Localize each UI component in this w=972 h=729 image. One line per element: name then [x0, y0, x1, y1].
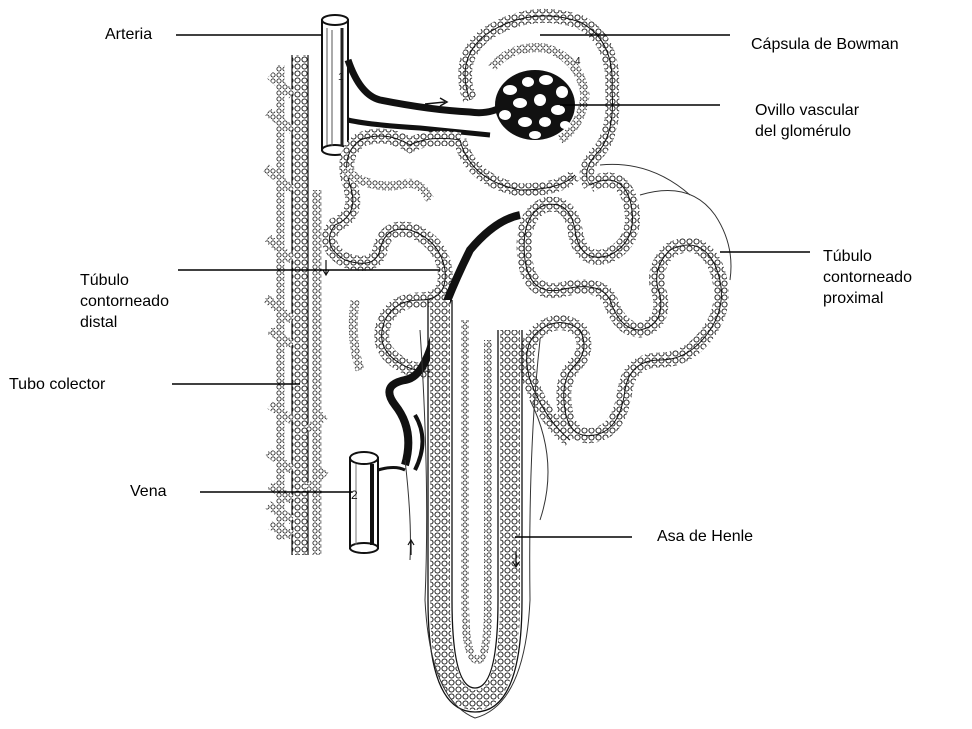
label-arteria: Arteria	[105, 24, 152, 45]
vein-number: 2	[351, 488, 358, 502]
label-vena: Vena	[130, 481, 166, 502]
label-tubulo-distal: Túbulo contorneado distal	[80, 270, 169, 333]
label-tubulo-proximal: Túbulo contorneado proximal	[823, 246, 912, 309]
artery-number: 1	[338, 72, 344, 83]
label-capsula-bowman: Cápsula de Bowman	[751, 34, 899, 55]
collecting-duct	[266, 55, 325, 555]
proximal-tubule	[524, 164, 731, 440]
label-asa-henle: Asa de Henle	[657, 526, 753, 547]
capsule-number: 4	[575, 56, 581, 67]
label-tubo-colector: Tubo colector	[9, 374, 105, 395]
label-ovillo-vascular: Ovillo vascular del glomérulo	[755, 100, 859, 142]
